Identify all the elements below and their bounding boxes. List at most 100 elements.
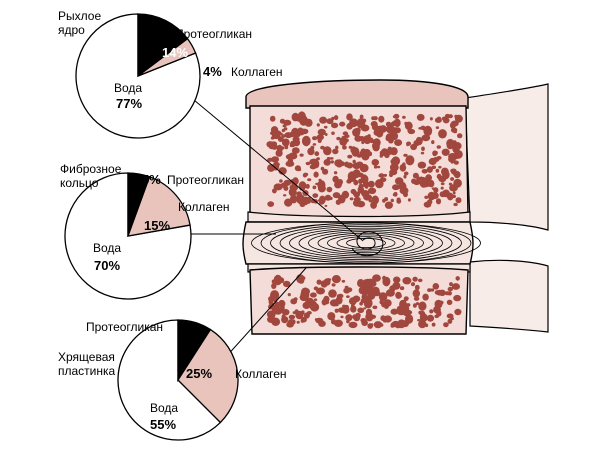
bone-spot [385,289,395,297]
bone-spot [335,159,343,168]
bone-spot [446,299,453,305]
bone-spot [291,147,300,154]
bone-spot [308,300,318,310]
bone-spot [418,320,427,329]
bone-spot [379,153,383,158]
annulus-ring [289,227,443,259]
bone-spot [266,141,274,148]
bone-spot [429,309,434,314]
bone-spot [299,153,304,157]
bone-spot [394,139,403,147]
bone-spot [319,116,327,124]
bone-spot [455,276,460,281]
bone-spot [367,137,374,143]
bone-spot [295,116,302,122]
bone-spot [330,300,334,305]
bone-spot [278,277,285,284]
pie-endplate-water-slice [117,319,222,441]
bone-spot [317,137,322,143]
bone-spot [326,278,331,282]
bone-spot [313,298,318,302]
bone-spot [366,278,375,287]
bone-spot [446,142,454,150]
bone-spot [317,199,322,202]
bone-spot [392,184,400,191]
bone-spot [279,179,283,183]
bone-spot [384,201,393,209]
bone-spot [313,171,319,178]
bone-spot [331,122,339,129]
bone-spot [309,158,319,165]
bone-spot [421,146,425,152]
bone-spot [390,308,399,315]
bone-spot [359,114,364,120]
bone-spot [314,318,319,321]
bone-spot [365,312,374,322]
pie-endplate-title-line2: пластинка [58,364,116,378]
bone-spot [335,199,341,205]
pie-annulus-collagen-value: 15% [144,218,170,233]
bone-spot [331,275,341,284]
bone-spot [373,290,381,297]
pie-nucleus-collagen-label: Коллаген [231,65,283,79]
bone-spot [314,151,320,157]
bone-spot [303,172,308,177]
bone-spot [427,288,432,292]
pie-nucleus-water-label: Вода [114,81,142,95]
bone-spot [382,276,391,287]
bone-spot [436,289,444,296]
pie-endplate-water-value: 55% [150,417,176,432]
bone-spot [379,299,384,305]
bone-spot [451,283,460,290]
bone-spot [356,118,366,129]
annulus-ring [270,224,462,262]
bone-spot [407,128,416,135]
bone-spot [316,287,325,295]
pie-endplate-proteoglycan-value: 8% [152,344,171,359]
bone-spot [312,143,317,146]
bone-spot [293,297,298,301]
bone-spot [410,143,417,151]
bone-spot [406,303,411,307]
nucleus-pulposus-swirl [351,231,384,256]
bone-spot [267,315,276,323]
bone-spot [343,287,351,294]
bone-spot [349,197,354,201]
bone-spot [281,138,290,147]
bone-spot [452,191,456,195]
bone-spot [424,195,429,199]
bone-spot [281,128,286,133]
bone-spot [328,196,333,201]
bone-spot [333,171,338,175]
bone-spot [353,314,361,322]
bone-spot [436,310,442,317]
bone-spot [357,279,365,288]
bone-spot [443,322,449,328]
bone-spot [296,320,300,324]
bone-spot [403,174,407,179]
bone-spot [305,183,310,189]
pie-nucleus-title-line1: Рыхлое [58,9,101,23]
bone-spot [332,192,341,199]
bone-spot [439,191,446,198]
pie-nucleus-collagen-value: 4% [203,64,222,79]
bone-spot [396,198,402,204]
bone-spot [342,131,349,136]
bone-spot [431,140,435,145]
bone-spot [450,177,455,181]
bone-spot [342,145,347,150]
bone-spot [321,299,327,306]
pie-nucleus-collagen-slice [137,37,197,77]
bone-spot [416,138,420,142]
bone-spot [447,286,453,292]
bone-spot [378,173,385,178]
bone-spot [269,115,276,122]
bone-spot [397,319,406,329]
bone-spot [346,179,352,184]
bone-spot [328,289,337,298]
bone-spot [363,182,369,187]
bone-spot [418,310,423,315]
bone-spot [392,158,400,165]
bone-spot [435,198,442,205]
